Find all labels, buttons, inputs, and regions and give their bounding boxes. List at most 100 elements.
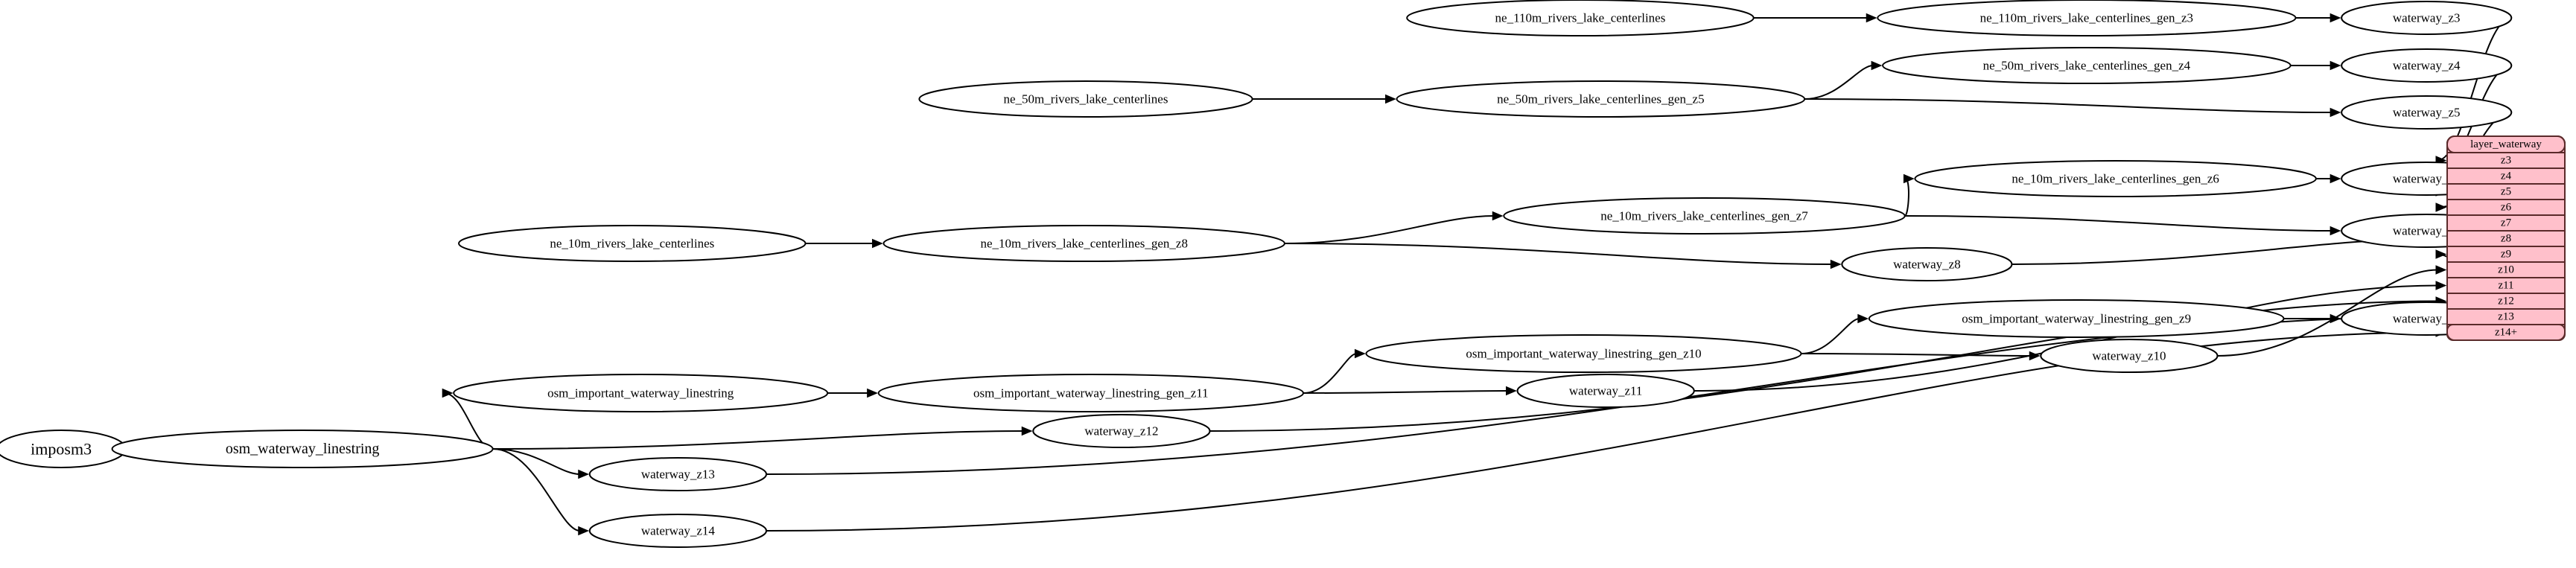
record-row-label: z11 [2498, 280, 2513, 292]
graph-edge [1284, 243, 1842, 269]
node-ellipse [588, 457, 768, 491]
node-ellipse [1841, 247, 2013, 281]
node-label: ne_50m_rivers_lake_centerlines [1004, 92, 1168, 106]
node-label: waterway_z11 [1569, 384, 1643, 398]
graph-node-ww_z13[interactable]: waterway_z13 [588, 457, 768, 491]
node-ellipse [111, 430, 494, 468]
record-row-label: z4 [2501, 170, 2512, 182]
graph-edge [492, 448, 590, 479]
graph-node-ww_z12[interactable]: waterway_z12 [1032, 414, 1211, 448]
node-label: waterway_z7 [2393, 224, 2461, 238]
record-header-label: layer_waterway [2470, 138, 2542, 150]
node-layer: imposm3 osm_waterway_linestring osm_import… [0, 0, 2513, 548]
graph-node-ww_z14[interactable]: waterway_z14 [588, 514, 768, 548]
graph-edge [805, 238, 883, 249]
graph-edge [1801, 351, 2041, 361]
node-ellipse [453, 374, 829, 412]
graph-edge [1303, 386, 1517, 396]
node-ellipse [877, 374, 1305, 412]
node-label: waterway_z4 [2393, 59, 2461, 73]
graph-node-ww_z3[interactable]: waterway_z3 [2341, 1, 2513, 35]
node-ellipse [1396, 80, 1806, 118]
node-label: osm_important_waterway_linestring_gen_z1… [973, 386, 1209, 401]
graph-edge [1904, 215, 2341, 236]
graph-edge [827, 388, 878, 398]
node-label: waterway_z6 [2393, 172, 2461, 186]
node-ellipse [1877, 0, 2297, 36]
node-ellipse [1868, 299, 2285, 338]
record-outline-top [2446, 135, 2566, 341]
node-label: osm_important_waterway_linestring [547, 386, 734, 401]
graph-node-osm_iww_z9[interactable]: osm_important_waterway_linestring_gen_z9 [1868, 299, 2285, 338]
graph-edge [1903, 173, 1915, 217]
graph-node-osm_iww[interactable]: osm_important_waterway_linestring [453, 374, 829, 412]
graph-node-ww_z8[interactable]: waterway_z8 [1841, 247, 2013, 281]
node-ellipse [588, 514, 768, 548]
graph-edge [492, 448, 590, 536]
graph-node-ne10m_z8[interactable]: ne_10m_rivers_lake_centerlines_gen_z8 [882, 225, 1285, 262]
graph-edge [1753, 13, 1877, 23]
node-ellipse [1503, 197, 1906, 234]
graph-node-ww_z11[interactable]: waterway_z11 [1516, 374, 1695, 408]
graph-node-osm_ww[interactable]: osm_waterway_linestring [111, 430, 494, 468]
record-row-label: z12 [2498, 296, 2514, 307]
node-label: waterway_z9 [2393, 312, 2461, 326]
record-row-label: z9 [2501, 249, 2511, 261]
graph-node-ne110m_z3[interactable]: ne_110m_rivers_lake_centerlines_gen_z3 [1877, 0, 2297, 36]
node-label: ne_10m_rivers_lake_centerlines_gen_z6 [2011, 172, 2219, 186]
node-ellipse [1882, 47, 2292, 84]
graph-node-ne110m[interactable]: ne_110m_rivers_lake_centerlines [1406, 0, 1755, 36]
graph-node-ww_z10[interactable]: waterway_z10 [2040, 339, 2219, 373]
graph-node-ne10m_z6[interactable]: ne_10m_rivers_lake_centerlines_gen_z6 [1914, 160, 2317, 197]
node-ellipse [2040, 339, 2219, 373]
graph-edge [1804, 98, 2341, 118]
graph-edge [1284, 211, 1504, 244]
node-label: waterway_z13 [641, 468, 715, 482]
graph-node-imposm3[interactable]: imposm3 [0, 430, 127, 468]
graph-node-osm_iww_z11[interactable]: osm_important_waterway_linestring_gen_z1… [877, 374, 1305, 412]
graph-node-ne50m_z5[interactable]: ne_50m_rivers_lake_centerlines_gen_z5 [1396, 80, 1806, 118]
record-row-label: z13 [2498, 311, 2514, 323]
node-label: osm_important_waterway_linestring_gen_z9 [1962, 312, 2191, 326]
graph-node-ne10m_z7[interactable]: ne_10m_rivers_lake_centerlines_gen_z7 [1503, 197, 1906, 234]
graph-node-ww_z5[interactable]: waterway_z5 [2341, 95, 2513, 130]
record-row-label: z7 [2501, 217, 2512, 229]
graph-node-ne50m[interactable]: ne_50m_rivers_lake_centerlines [918, 80, 1253, 118]
node-label: ne_10m_rivers_lake_centerlines [550, 237, 714, 251]
graph-edge [2217, 265, 2447, 357]
node-label: ne_50m_rivers_lake_centerlines_gen_z4 [1983, 59, 2191, 73]
node-ellipse [458, 225, 807, 262]
graph-edge [2290, 60, 2341, 71]
graph-node-ne50m_z4[interactable]: ne_50m_rivers_lake_centerlines_gen_z4 [1882, 47, 2292, 84]
record-node-layer-waterway[interactable]: layer_waterwayz3z4z5z6z7z8z9z10z11z12z13… [2446, 135, 2566, 341]
node-label: ne_50m_rivers_lake_centerlines_gen_z5 [1497, 92, 1705, 106]
graph-edge [1252, 94, 1396, 104]
node-ellipse [2341, 1, 2513, 35]
graph-node-ww_z4[interactable]: waterway_z4 [2341, 48, 2513, 83]
node-label: ne_110m_rivers_lake_centerlines [1495, 11, 1666, 25]
node-label: ne_10m_rivers_lake_centerlines_gen_z7 [1600, 209, 1808, 223]
record-row-label: z5 [2501, 186, 2511, 198]
record-row-label: z8 [2501, 233, 2511, 245]
record-row-label: z10 [2498, 264, 2514, 276]
node-label: waterway_z12 [1084, 424, 1158, 438]
graph-edge [1801, 313, 1869, 354]
graph-edge [1694, 281, 2447, 392]
record-row-label: z14+ [2495, 327, 2517, 339]
node-ellipse [1516, 374, 1695, 408]
record-row-label: z3 [2501, 155, 2511, 167]
node-label: ne_10m_rivers_lake_centerlines_gen_z8 [980, 237, 1188, 251]
graph-edge [2295, 13, 2341, 23]
node-label: osm_important_waterway_linestring_gen_z1… [1466, 347, 1701, 361]
node-ellipse [1365, 334, 1802, 373]
node-label: ne_110m_rivers_lake_centerlines_gen_z3 [1980, 11, 2193, 25]
node-label: osm_waterway_linestring [226, 441, 380, 457]
graph-node-ne10m[interactable]: ne_10m_rivers_lake_centerlines [458, 225, 807, 262]
node-label: waterway_z5 [2393, 106, 2461, 120]
graph-edge [492, 426, 1033, 450]
node-label: waterway_z3 [2393, 11, 2461, 25]
node-label: waterway_z10 [2092, 349, 2166, 363]
graph-edge [2315, 173, 2341, 184]
graph-node-osm_iww_z10[interactable]: osm_important_waterway_linestring_gen_z1… [1365, 334, 1802, 373]
